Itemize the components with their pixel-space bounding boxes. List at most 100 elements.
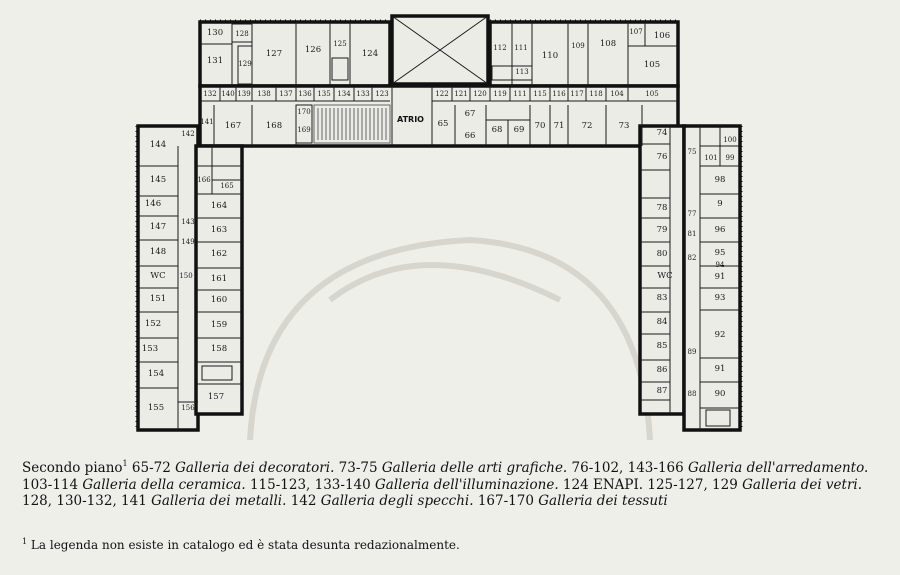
room-label-r66: 66 [465, 131, 476, 141]
room-label-r125: 125 [333, 40, 346, 48]
room-label-r86: 86 [657, 365, 668, 375]
legend-name: Galleria degli specchi. [320, 493, 474, 509]
room-label-r111a: 111 [514, 44, 527, 52]
room-label-r139: 139 [237, 90, 250, 98]
room-label-r166: 166 [197, 176, 211, 184]
room-label-r150: 150 [179, 272, 192, 280]
room-label-r87: 87 [657, 386, 668, 396]
room-label-r107: 107 [629, 28, 642, 36]
room-label-r119: 119 [493, 90, 506, 98]
room-label-r78: 78 [657, 203, 668, 213]
room-label-r126: 126 [305, 45, 321, 55]
footnote-text: La legenda non esiste in catalogo ed è s… [30, 538, 460, 552]
room-label-r91a: 91 [715, 272, 726, 282]
room-label-r105a: 105 [644, 60, 660, 70]
legend-name: Galleria dei tessuti [538, 493, 668, 509]
room-label-r65: 65 [438, 119, 449, 129]
room-label-r67: 67 [465, 109, 476, 119]
atrio-label: ATRIO [397, 115, 424, 124]
room-label-r138: 138 [257, 90, 270, 98]
room-label-r169: 169 [297, 126, 310, 134]
room-label-r116: 116 [552, 90, 566, 98]
legend-name: Galleria dei metalli. [151, 493, 287, 509]
stair-hatch [313, 104, 391, 144]
room-label-r104: 104 [610, 90, 624, 98]
room-label-r89: 89 [688, 348, 697, 356]
north-wing-rooms [200, 15, 678, 86]
room-label-r160: 160 [211, 295, 227, 305]
room-label-r137: 137 [279, 90, 292, 98]
background-ghost [247, 236, 653, 441]
room-label-r94: 94 [716, 261, 725, 269]
room-label-r161: 161 [211, 274, 227, 284]
room-label-r143: 143 [181, 218, 194, 226]
legend-range: 128, 130-132, 141 [22, 493, 152, 509]
room-label-r68: 68 [492, 125, 503, 135]
room-label-r133: 133 [356, 90, 369, 98]
room-label-r70: 70 [535, 121, 546, 131]
room-label-r159: 159 [211, 320, 227, 330]
room-label-r72: 72 [582, 121, 593, 131]
room-label-r73: 73 [619, 121, 630, 131]
room-label-r168: 168 [266, 121, 282, 131]
room-label-r111b: 111 [513, 90, 526, 98]
room-label-r147: 147 [150, 222, 166, 232]
room-label-r136: 136 [298, 90, 312, 98]
room-label-r165: 165 [220, 182, 233, 190]
room-label-r148: 148 [150, 247, 166, 257]
room-label-r141: 141 [200, 118, 213, 126]
room-label-r95: 95 [715, 248, 726, 258]
room-label-r77: 77 [688, 210, 697, 218]
room-label-r140: 140 [221, 90, 234, 98]
room-label-r112: 112 [493, 44, 506, 52]
room-label-r164: 164 [211, 201, 227, 211]
room-label-r90: 90 [715, 389, 726, 399]
room-label-r71: 71 [554, 121, 565, 131]
room-label-r149: 149 [181, 238, 194, 246]
room-label-r115: 115 [533, 90, 546, 98]
caption-lead: Secondo piano [22, 460, 123, 476]
floor-plan: ATRIO 1301281311291271261251241121111131… [135, 14, 743, 441]
room-label-r101: 101 [704, 154, 717, 162]
room-label-r80: 80 [657, 249, 668, 259]
room-label-r130: 130 [207, 28, 223, 38]
room-label-r91b: 91 [715, 364, 726, 374]
room-label-r108: 108 [600, 39, 616, 49]
room-label-r83: 83 [657, 293, 668, 303]
east-inner-wing-rooms [640, 126, 671, 414]
room-label-r152: 152 [145, 319, 161, 329]
room-label-r158: 158 [211, 344, 227, 354]
room-label-r105b: 105 [645, 90, 658, 98]
room-label-r167: 167 [225, 121, 241, 131]
room-label-r157: 157 [208, 392, 224, 402]
legend-range: 115-123, 133-140 [249, 476, 376, 493]
corridor-rooms [200, 86, 678, 146]
room-label-r69: 69 [514, 125, 525, 135]
room-label-r79: 79 [657, 225, 668, 235]
room-label-r156: 156 [181, 404, 195, 412]
room-label-r106: 106 [654, 31, 670, 41]
room-label-r84: 84 [657, 317, 668, 327]
west-outer-wing-rooms [138, 146, 198, 430]
room-label-r129: 129 [238, 60, 251, 68]
room-label-r74: 74 [657, 128, 668, 138]
legend-name: Galleria dei decoratori. [175, 460, 335, 476]
room-label-r123: 123 [375, 90, 388, 98]
room-label-r81: 81 [688, 230, 697, 238]
room-label-r151: 151 [150, 294, 166, 304]
room-label-r75: 75 [688, 148, 697, 156]
legend-range: 142 [290, 493, 321, 509]
room-label-rwc2: WC [657, 271, 672, 281]
room-label-r124: 124 [362, 49, 378, 59]
room-label-r142: 142 [181, 130, 194, 138]
room-label-r121: 121 [454, 90, 467, 98]
room-label-r117: 117 [570, 90, 583, 98]
east-outer-wing-rooms [699, 126, 740, 430]
room-label-r122: 122 [435, 90, 448, 98]
legend-name: Galleria dei vetri. [742, 476, 863, 493]
room-label-r109: 109 [571, 42, 584, 50]
caption: Secondo piano1 65-72 Galleria dei decora… [22, 456, 880, 510]
legend-range: 73-75 [338, 460, 382, 476]
footnote: 1 La legenda non esiste in catalogo ed è… [22, 537, 880, 552]
footnote-mark: 1 [122, 459, 128, 468]
